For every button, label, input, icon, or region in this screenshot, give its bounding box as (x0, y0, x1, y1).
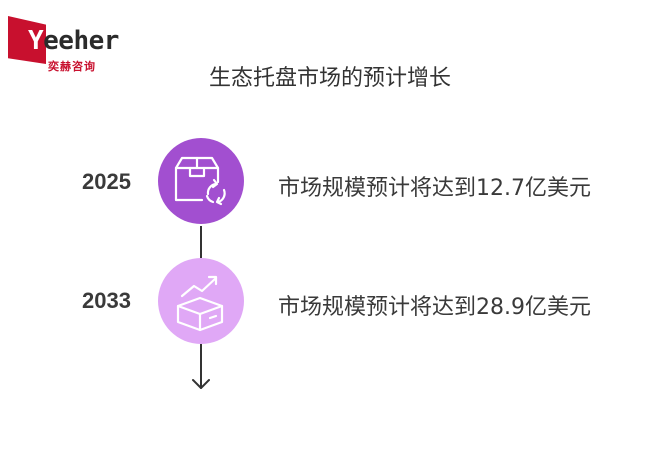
logo-wordmark: Yeeher (28, 26, 119, 56)
milestone-circle-2025 (158, 138, 244, 224)
milestone-year-2033: 2033 (82, 288, 131, 313)
arrow-down-icon (192, 345, 210, 389)
milestone-circle-2033 (158, 258, 244, 344)
diagram-title-text: 生态托盘市场的预计增长 (208, 66, 451, 91)
logo-wordmark-initial: Y (28, 26, 44, 56)
growth-box-icon (176, 275, 224, 332)
logo-red-flag (8, 16, 46, 64)
milestone-description-2033: 市场规模预计将达到28.9亿美元 (278, 295, 591, 320)
milestone-description-2025: 市场规模预计将达到12.7亿美元 (278, 176, 591, 201)
recycle-box-icon (174, 156, 226, 206)
logo-wordmark-rest: eeher (43, 26, 119, 56)
milestone-year-2025: 2025 (82, 169, 131, 194)
logo-subtitle: 奕赫咨询 (48, 60, 96, 73)
timeline-connector-1 (200, 226, 202, 258)
diagram-title: 生态托盘市场的预计增长 (0, 60, 668, 92)
company-logo: Yeeher 奕赫咨询 (8, 12, 128, 73)
